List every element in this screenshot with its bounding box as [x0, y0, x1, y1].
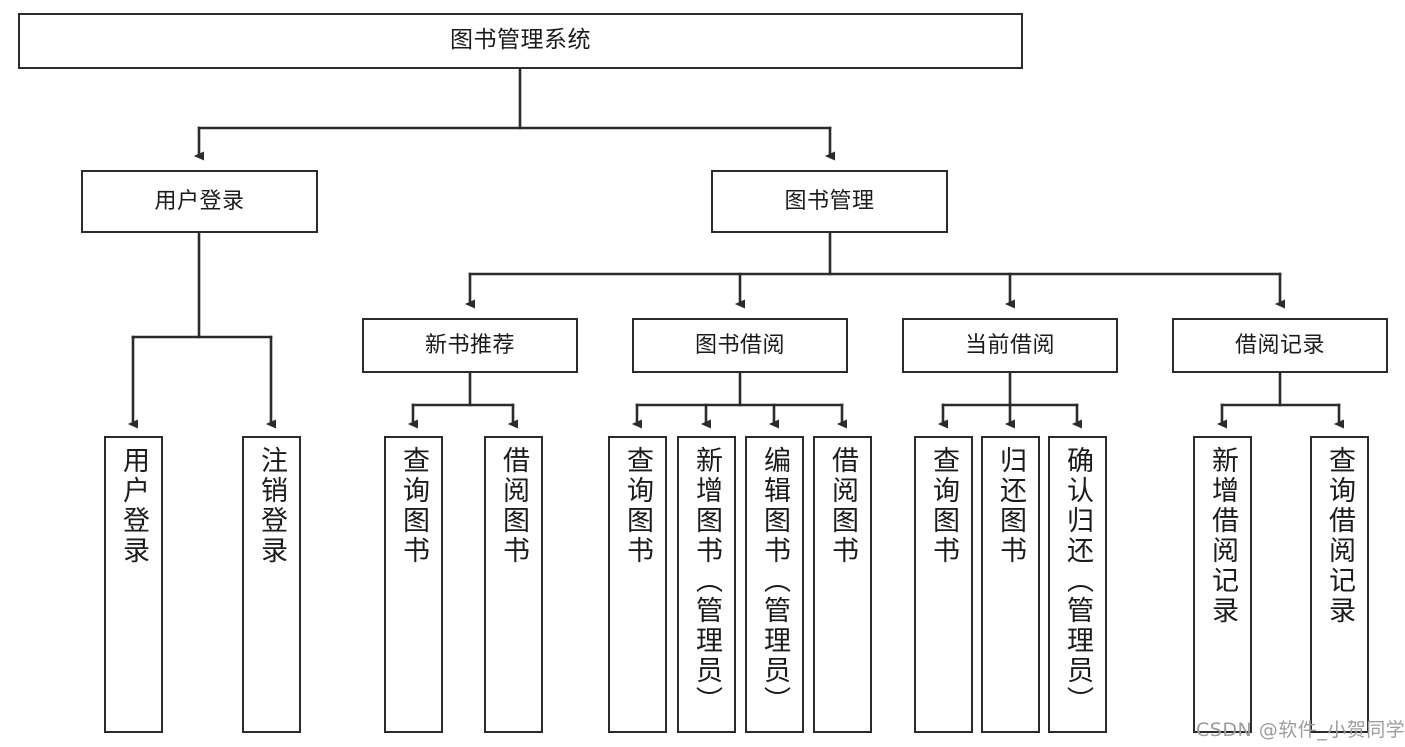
leaf-query-book-borrow[interactable]: 查询图书	[608, 436, 667, 733]
node-borrow-record[interactable]: 借阅记录	[1172, 318, 1388, 373]
node-label: 编辑图书（管理员）	[759, 446, 790, 716]
node-label: 查询图书	[928, 446, 959, 566]
leaf-edit-book-admin[interactable]: 编辑图书（管理员）	[745, 436, 804, 733]
leaf-query-book-current[interactable]: 查询图书	[914, 436, 973, 733]
node-label: 用户登录	[118, 446, 149, 566]
node-label: 借阅图书	[827, 446, 858, 566]
node-current-borrow[interactable]: 当前借阅	[902, 318, 1118, 373]
node-user-login[interactable]: 用户登录	[81, 170, 318, 233]
node-label: 新增借阅记录	[1207, 446, 1238, 626]
node-label: 查询图书	[398, 446, 429, 566]
node-label: 新书推荐	[424, 332, 515, 358]
node-label: 图书管理系统	[450, 27, 591, 54]
leaf-query-book-recommend[interactable]: 查询图书	[384, 436, 443, 733]
node-book-management-system[interactable]: 图书管理系统	[18, 13, 1023, 69]
leaf-return-book[interactable]: 归还图书	[981, 436, 1040, 733]
node-label: 查询借阅记录	[1324, 446, 1355, 626]
node-label: 查询图书	[622, 446, 653, 566]
node-book-management[interactable]: 图书管理	[711, 170, 948, 233]
node-label: 用户登录	[154, 188, 245, 214]
node-label: 确认归还（管理员）	[1062, 446, 1093, 716]
leaf-confirm-return-admin[interactable]: 确认归还（管理员）	[1048, 436, 1107, 733]
leaf-borrow-book-recommend[interactable]: 借阅图书	[484, 436, 543, 733]
node-new-book-recommend[interactable]: 新书推荐	[362, 318, 578, 373]
leaf-borrow-book[interactable]: 借阅图书	[813, 436, 872, 733]
node-label: 注销登录	[256, 446, 287, 566]
csdn-watermark: CSDN @软件_小贺同学	[1196, 719, 1405, 741]
leaf-query-borrow-record[interactable]: 查询借阅记录	[1310, 436, 1369, 733]
leaf-add-borrow-record[interactable]: 新增借阅记录	[1193, 436, 1252, 733]
leaf-logout[interactable]: 注销登录	[242, 436, 301, 733]
node-label: 借阅记录	[1234, 332, 1325, 358]
leaf-add-book-admin[interactable]: 新增图书（管理员）	[677, 436, 736, 733]
node-label: 当前借阅	[964, 332, 1055, 358]
node-label: 新增图书（管理员）	[691, 446, 722, 716]
node-label: 借阅图书	[498, 446, 529, 566]
node-label: 图书借阅	[694, 332, 785, 358]
node-book-borrow[interactable]: 图书借阅	[632, 318, 848, 373]
node-label: 图书管理	[784, 188, 875, 214]
leaf-user-login[interactable]: 用户登录	[104, 436, 163, 733]
node-label: 归还图书	[995, 446, 1026, 566]
